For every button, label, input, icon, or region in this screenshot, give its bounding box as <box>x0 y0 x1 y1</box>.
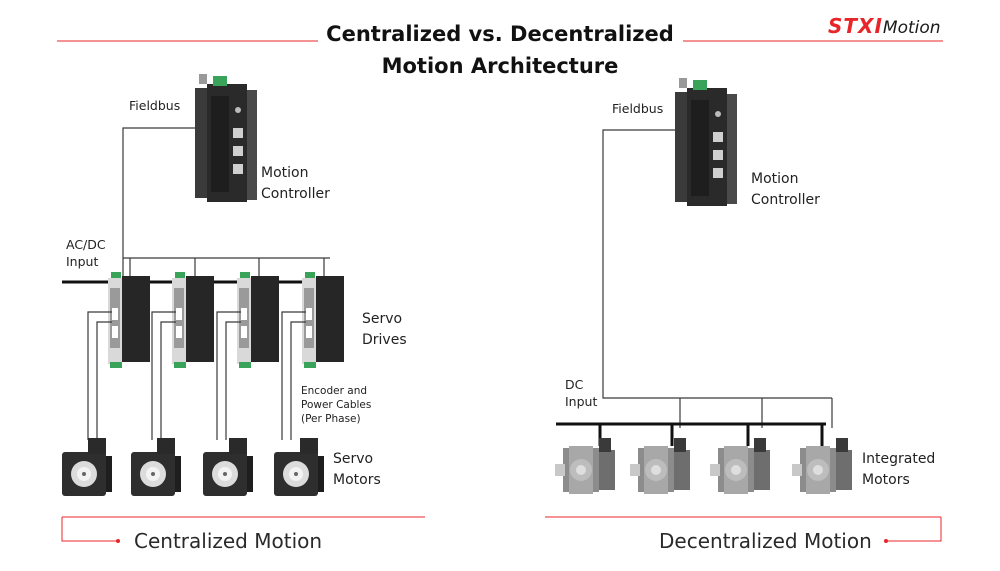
left-fieldbus-line <box>122 127 200 282</box>
left-power-line1: AC/DC <box>66 237 106 252</box>
decentralized-caption: Decentralized Motion <box>659 529 872 553</box>
integrated-motor-3 <box>710 438 770 494</box>
servo-motor-4 <box>274 438 324 496</box>
servo-motors-line1: Servo <box>333 451 374 467</box>
servo-motor-3 <box>203 438 253 496</box>
right-motion-controller-device <box>675 78 737 206</box>
servo-motors-label: Servo Motors <box>333 449 381 491</box>
servo-drive-1 <box>108 272 150 368</box>
servo-motors-line2: Motors <box>333 472 381 488</box>
servo-drives-label: Servo Drives <box>362 309 407 351</box>
left-fieldbus-label: Fieldbus <box>129 98 181 113</box>
servo-drives-line2: Drives <box>362 332 407 348</box>
cables-label: Encoder and Power Cables (Per Phase) <box>301 384 371 426</box>
left-controller-line1: Motion <box>261 165 309 181</box>
logo-brand: STXI <box>828 14 883 38</box>
right-controller-label: Motion Controller <box>751 169 820 211</box>
servo-motor-1 <box>62 438 112 496</box>
cables-line3: (Per Phase) <box>301 413 361 425</box>
right-power-line2: Input <box>565 394 598 409</box>
left-controller-line2: Controller <box>261 186 330 202</box>
servo-drive-2 <box>172 272 214 368</box>
servo-drive-4 <box>302 272 344 368</box>
right-motor-drops <box>598 424 824 446</box>
integrated-motor-2 <box>630 438 690 494</box>
right-controller-line2: Controller <box>751 192 820 208</box>
right-fieldbus-label: Fieldbus <box>612 101 664 116</box>
right-fieldbus-line <box>602 129 832 399</box>
centralized-caption: Centralized Motion <box>134 529 323 553</box>
right-power-label: DC Input <box>565 376 597 410</box>
logo-suffix: Motion <box>882 18 941 38</box>
integrated-motors-label: Integrated Motors <box>862 449 935 491</box>
left-power-line2: Input <box>66 254 99 269</box>
servo-drive-3 <box>237 272 279 368</box>
integrated-motor-4 <box>792 438 852 494</box>
title-line-2: Motion Architecture <box>381 54 619 78</box>
servo-drives-line1: Servo <box>362 311 403 327</box>
integrated-motors-line1: Integrated <box>862 451 936 467</box>
right-controller-line1: Motion <box>751 171 799 187</box>
cables-line2: Power Cables <box>301 399 372 411</box>
left-controller-label: Motion Controller <box>261 163 330 205</box>
integrated-motor-1 <box>555 438 615 494</box>
title-line-1: Centralized vs. Decentralized <box>326 22 674 46</box>
servo-motor-2 <box>131 438 181 496</box>
right-power-line1: DC <box>565 377 584 392</box>
left-power-label: AC/DC Input <box>66 236 106 270</box>
brand-logo: STXIMotion <box>828 14 941 38</box>
integrated-motors-line2: Motors <box>862 472 910 488</box>
cables-line1: Encoder and <box>301 385 368 397</box>
encoder-power-cables <box>87 311 306 440</box>
diagram-title: Centralized vs. Decentralized Motion Arc… <box>300 18 700 82</box>
left-motion-controller-device <box>195 74 257 202</box>
left-caption-bracket <box>61 517 118 542</box>
